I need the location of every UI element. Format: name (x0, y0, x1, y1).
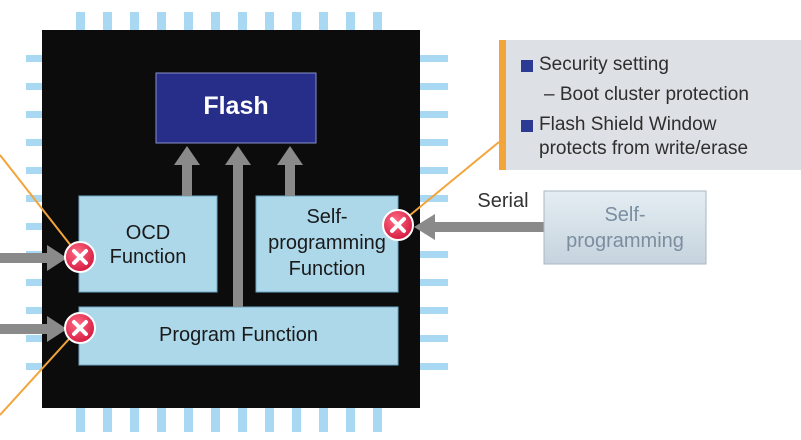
chip-pin-bottom (130, 408, 139, 432)
chip-pin-bottom (238, 408, 247, 432)
program-function-label: Program Function (159, 324, 318, 346)
chip-pin-left (26, 279, 42, 286)
blocked-x-icon (382, 209, 414, 241)
chip-pin-right (420, 139, 448, 146)
note-item-security-setting: Security setting (539, 54, 669, 75)
chip-pin-right (420, 55, 448, 62)
external-self-prog-line1: Self- (604, 204, 646, 226)
chip-pin-bottom (157, 408, 166, 432)
chip-pin-right (420, 335, 448, 342)
blocked-x-icon (64, 312, 96, 344)
chip-pin-bottom (76, 408, 85, 432)
callout-lines (0, 141, 500, 416)
chip-pin-top (292, 12, 301, 30)
ocd-function-block (78, 195, 218, 293)
self-programming-function-block (255, 195, 399, 293)
external-self-programming-box (543, 190, 707, 265)
chip-pin-right (420, 167, 448, 174)
chip-pin-bottom (346, 408, 355, 432)
chip-pin-right (420, 83, 448, 90)
chip-pin-left (26, 55, 42, 62)
chip-pin-top (157, 12, 166, 30)
self-prog-chip-line2: programming (268, 232, 386, 254)
ocd-label-line1: OCD (125, 222, 171, 244)
chip-pin-right (420, 195, 448, 202)
chip-pin-bottom (265, 408, 274, 432)
chip-pin-left (26, 335, 42, 342)
chip-pin-bottom (319, 408, 328, 432)
bullet-icon (521, 120, 533, 132)
chip-pin-bottom (373, 408, 382, 432)
note-item-boot-cluster: – Boot cluster protection (544, 84, 749, 105)
chip-pin-top (346, 12, 355, 30)
self-prog-chip-line1: Self- (306, 206, 348, 228)
security-note: Security setting – Boot cluster protecti… (499, 40, 801, 170)
note-item-flash-shield-line2: protects from write/erase (539, 138, 749, 159)
chip-pin-left (26, 167, 42, 174)
ocd-label-line2: Function (109, 246, 187, 268)
chip-pin-right (420, 307, 448, 314)
chip-pin-bottom (184, 408, 193, 432)
chip-pin-left (26, 111, 42, 118)
chip-pin-right (420, 251, 448, 258)
chip-pin-left (26, 139, 42, 146)
chip-pin-left (26, 307, 42, 314)
chip-pin-top (319, 12, 328, 30)
chip-pin-right (420, 363, 448, 370)
chip-pin-bottom (103, 408, 112, 432)
blocked-x-icon (64, 241, 96, 273)
chip-pin-bottom (211, 408, 220, 432)
chip-pin-top (184, 12, 193, 30)
bullet-icon (521, 60, 533, 72)
chip-pin-top (130, 12, 139, 30)
chip-pin-left (26, 363, 42, 370)
self-prog-chip-line3: Function (288, 258, 366, 280)
flash-block (155, 72, 317, 144)
chip-pin-left (26, 83, 42, 90)
chip-pin-top (265, 12, 274, 30)
flash-arrows (174, 146, 303, 307)
chip-pin-left (26, 223, 42, 230)
chip-pin-right (420, 111, 448, 118)
chip-pin-top (76, 12, 85, 30)
flash-label: Flash (203, 92, 269, 120)
chip-pin-top (373, 12, 382, 30)
chip-pin-bottom (292, 408, 301, 432)
chip-pin-top (103, 12, 112, 30)
note-item-flash-shield-line1: Flash Shield Window (539, 114, 717, 135)
chip-pin-top (211, 12, 220, 30)
external-arrows (0, 214, 544, 342)
chip-pin-top (238, 12, 247, 30)
external-self-prog-line2: programming (566, 230, 684, 252)
chip-pin-right (420, 279, 448, 286)
serial-label: Serial (477, 190, 529, 212)
